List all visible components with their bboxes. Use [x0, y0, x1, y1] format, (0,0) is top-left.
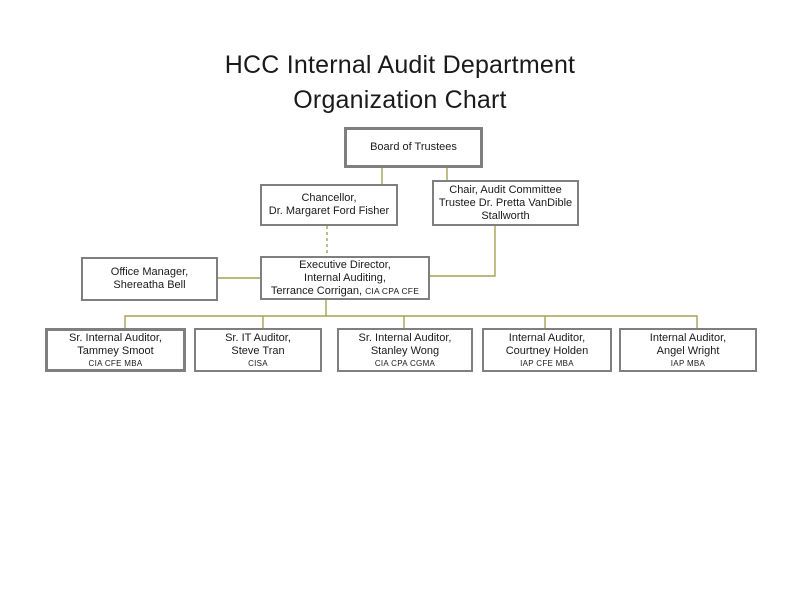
node-person: Courtney Holden [505, 345, 589, 357]
node-person: Steve Tran [231, 345, 285, 357]
node-person: Angel Wright [656, 345, 720, 357]
node-person: Trustee Dr. Pretta VanDible [438, 196, 573, 209]
node-person: Tammey Smoot [77, 345, 154, 357]
node-credentials: IAP MBA [670, 358, 706, 368]
node-credentials: CIA CPA CGMA [374, 358, 436, 368]
org-node-chancellor: Chancellor, Dr. Margaret Ford Fisher [260, 184, 398, 226]
chart-title-line1: HCC Internal Audit Department [224, 51, 576, 79]
node-title-cont: Internal Auditing, [304, 271, 386, 284]
node-title: Executive Director, [299, 258, 391, 271]
node-title: Internal Auditor, [649, 331, 727, 344]
node-person: Shereatha Bell [113, 279, 186, 291]
node-credentials: IAP CFE MBA [520, 358, 574, 368]
org-node-executive-director: Executive Director, Internal Auditing, T… [260, 256, 430, 300]
org-node-board-of-trustees: Board of Trustees [344, 127, 483, 168]
node-title: Chancellor, [301, 191, 357, 204]
connector-bottom-bus [124, 315, 698, 328]
org-node-sr-internal-auditor-2: Sr. Internal Auditor, Stanley Wong CIA C… [337, 328, 473, 372]
org-node-internal-auditor-1: Internal Auditor, Courtney Holden IAP CF… [482, 328, 612, 372]
node-person: Dr. Margaret Ford Fisher [268, 205, 390, 217]
chart-title: HCC Internal Audit Department Organizati… [0, 48, 800, 118]
org-node-office-manager: Office Manager, Shereatha Bell [81, 257, 218, 301]
org-node-internal-auditor-2: Internal Auditor, Angel Wright IAP MBA [619, 328, 757, 372]
node-person: Terrance Corrigan, [270, 284, 362, 297]
node-title: Sr. Internal Auditor, [358, 331, 452, 344]
node-title: Chair, Audit Committee [449, 183, 562, 196]
node-credentials: CIA CPA CFE [365, 285, 420, 296]
node-person: Stanley Wong [370, 345, 440, 357]
node-title: Office Manager, [110, 265, 189, 278]
org-node-audit-committee-chair: Chair, Audit Committee Trustee Dr. Prett… [432, 180, 579, 226]
node-credentials: CIA CFE MBA [88, 358, 143, 368]
node-title: Sr. IT Auditor, [225, 331, 291, 344]
node-title: Sr. Internal Auditor, [69, 331, 162, 344]
node-person-line: Terrance Corrigan, CIA CPA CFE [271, 285, 419, 298]
node-title: Internal Auditor, [508, 331, 586, 344]
node-label: Board of Trustees [370, 140, 457, 153]
chart-title-line2: Organization Chart [293, 86, 507, 114]
node-person-cont: Stallworth [481, 209, 530, 222]
org-node-sr-it-auditor: Sr. IT Auditor, Steve Tran CISA [194, 328, 322, 372]
org-node-sr-internal-auditor-1: Sr. Internal Auditor, Tammey Smoot CIA C… [45, 328, 186, 372]
node-credentials: CISA [248, 358, 268, 368]
connector-chair-to-exec-elbow [430, 226, 496, 277]
